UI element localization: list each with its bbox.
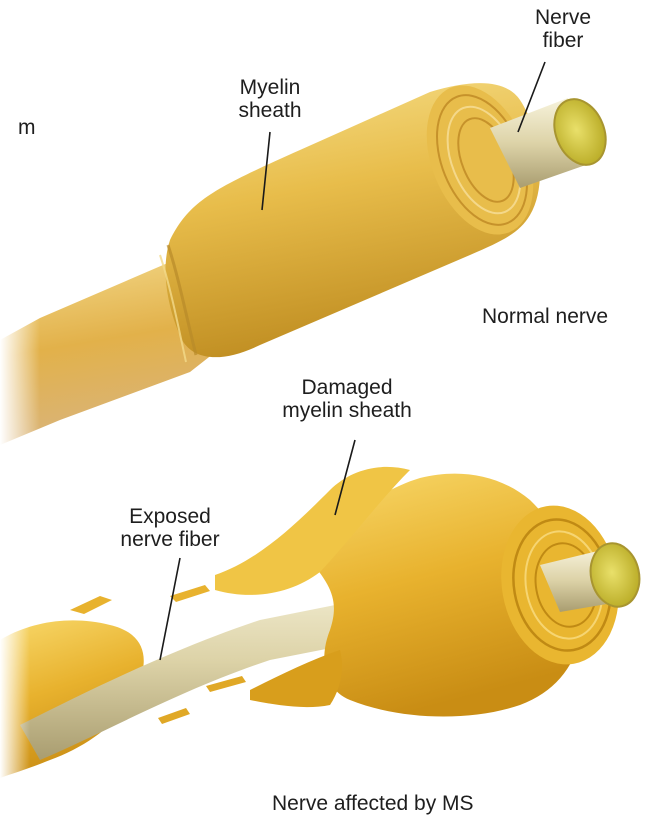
damaged-nerve-illustration bbox=[0, 467, 645, 790]
label-damaged-myelin: Damaged myelin sheath bbox=[262, 376, 432, 422]
label-fragment: m bbox=[18, 116, 36, 139]
label-normal-nerve: Normal nerve bbox=[482, 305, 608, 328]
leader-exposed-fiber bbox=[160, 558, 180, 660]
label-exposed-fiber: Exposed nerve fiber bbox=[100, 505, 240, 551]
label-myelin-sheath: Myelin sheath bbox=[210, 76, 330, 122]
label-damaged-myelin-line2: myelin sheath bbox=[262, 399, 432, 422]
label-exposed-fiber-line2: nerve fiber bbox=[100, 528, 240, 551]
label-myelin-sheath-line1: Myelin bbox=[210, 76, 330, 99]
label-affected-nerve: Nerve affected by MS bbox=[272, 792, 474, 815]
label-nerve-fiber: Nerve fiber bbox=[508, 6, 618, 52]
fragment bbox=[170, 585, 210, 602]
label-nerve-fiber-line2: fiber bbox=[508, 29, 618, 52]
fragment bbox=[158, 708, 190, 724]
label-nerve-fiber-line1: Nerve bbox=[508, 6, 618, 29]
label-myelin-sheath-line2: sheath bbox=[210, 99, 330, 122]
label-exposed-fiber-line1: Exposed bbox=[100, 505, 240, 528]
label-damaged-myelin-line1: Damaged bbox=[262, 376, 432, 399]
fragment bbox=[70, 596, 112, 614]
